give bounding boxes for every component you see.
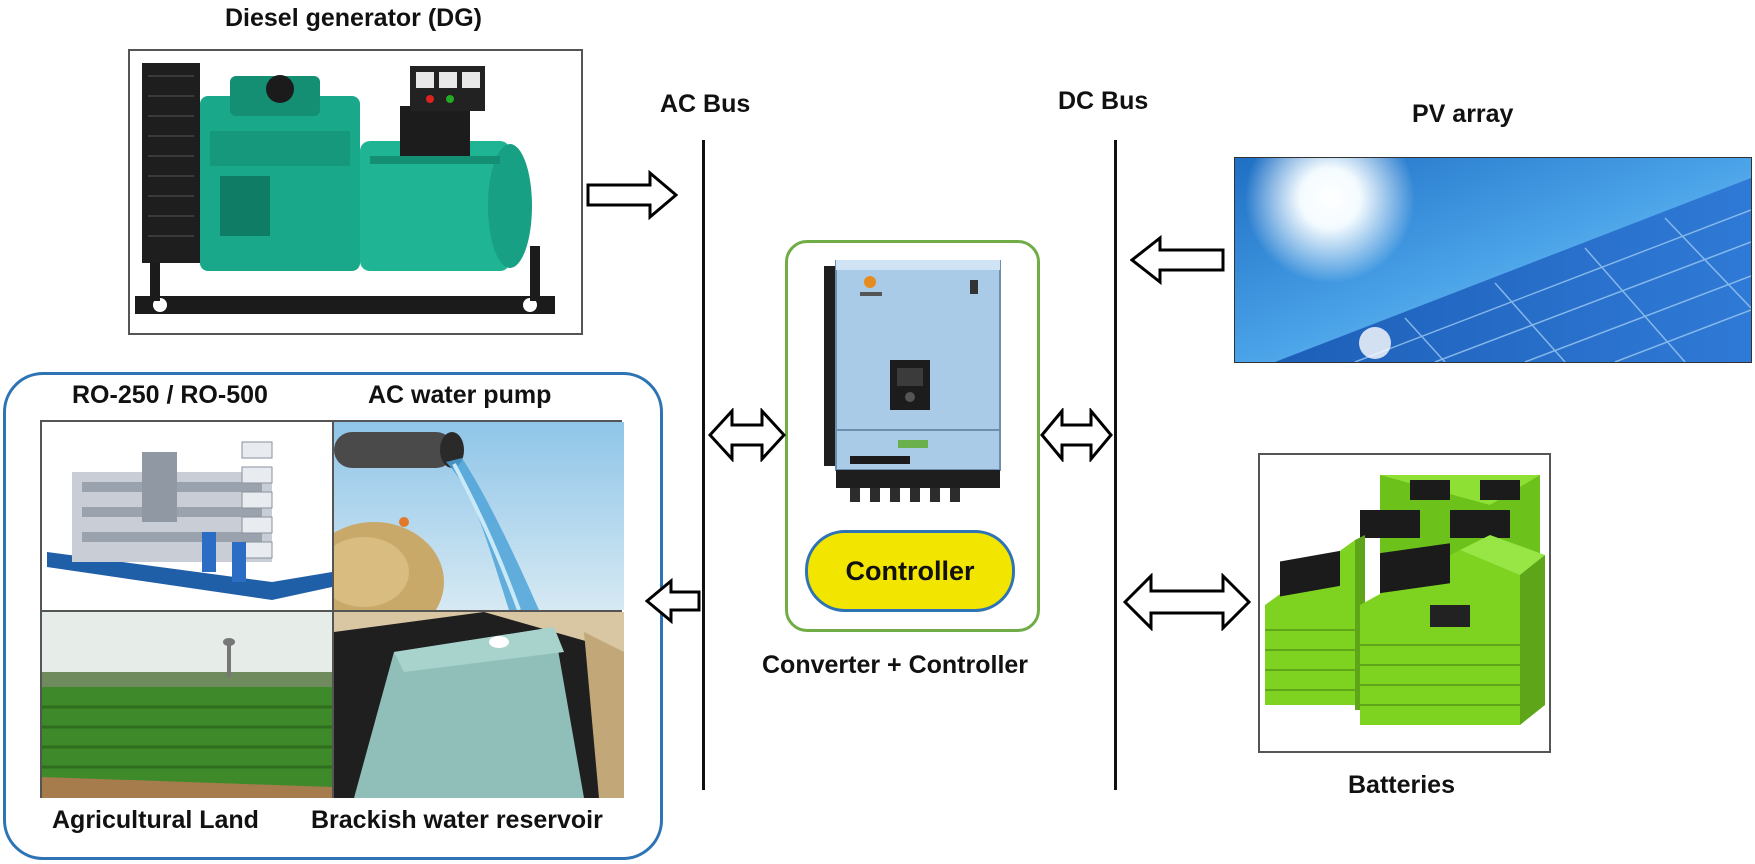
land-label: Agricultural Land bbox=[52, 806, 259, 834]
reservoir-label: Brackish water reservoir bbox=[311, 806, 603, 834]
converter-group bbox=[785, 240, 1040, 632]
brackish-reservoir-image bbox=[334, 612, 624, 798]
batteries-image bbox=[1258, 453, 1551, 753]
hollow-double-arrow-icon bbox=[1123, 573, 1251, 631]
inverter-image bbox=[820, 260, 1004, 512]
load-group bbox=[3, 372, 663, 860]
load-image-grid bbox=[40, 420, 624, 798]
hollow-arrow-left-icon bbox=[1130, 235, 1225, 285]
ro-plant-image bbox=[42, 422, 332, 610]
pv-array-image bbox=[1234, 157, 1752, 363]
pv-label: PV array bbox=[1412, 100, 1514, 128]
controller-badge: Controller bbox=[805, 530, 1015, 612]
hollow-double-arrow-icon bbox=[1040, 408, 1113, 462]
ac-bus-label: AC Bus bbox=[660, 90, 751, 118]
water-pump-image bbox=[334, 422, 624, 610]
pump-label: AC water pump bbox=[368, 381, 552, 409]
converter-label: Converter + Controller bbox=[762, 651, 1029, 679]
hollow-double-arrow-icon bbox=[708, 408, 786, 462]
dc-bus-line bbox=[1114, 140, 1117, 790]
agricultural-land-image bbox=[42, 612, 332, 798]
dg-label: Diesel generator (DG) bbox=[225, 4, 483, 32]
batteries-label: Batteries bbox=[1348, 771, 1455, 799]
ro-label: RO-250 / RO-500 bbox=[72, 381, 268, 409]
diesel-generator-image bbox=[128, 49, 583, 335]
hollow-arrow-right-icon bbox=[586, 170, 678, 220]
hollow-arrow-left-icon bbox=[645, 578, 701, 624]
controller-label: Controller bbox=[845, 555, 975, 586]
ac-bus-line bbox=[702, 140, 705, 790]
dc-bus-label: DC Bus bbox=[1058, 87, 1149, 115]
